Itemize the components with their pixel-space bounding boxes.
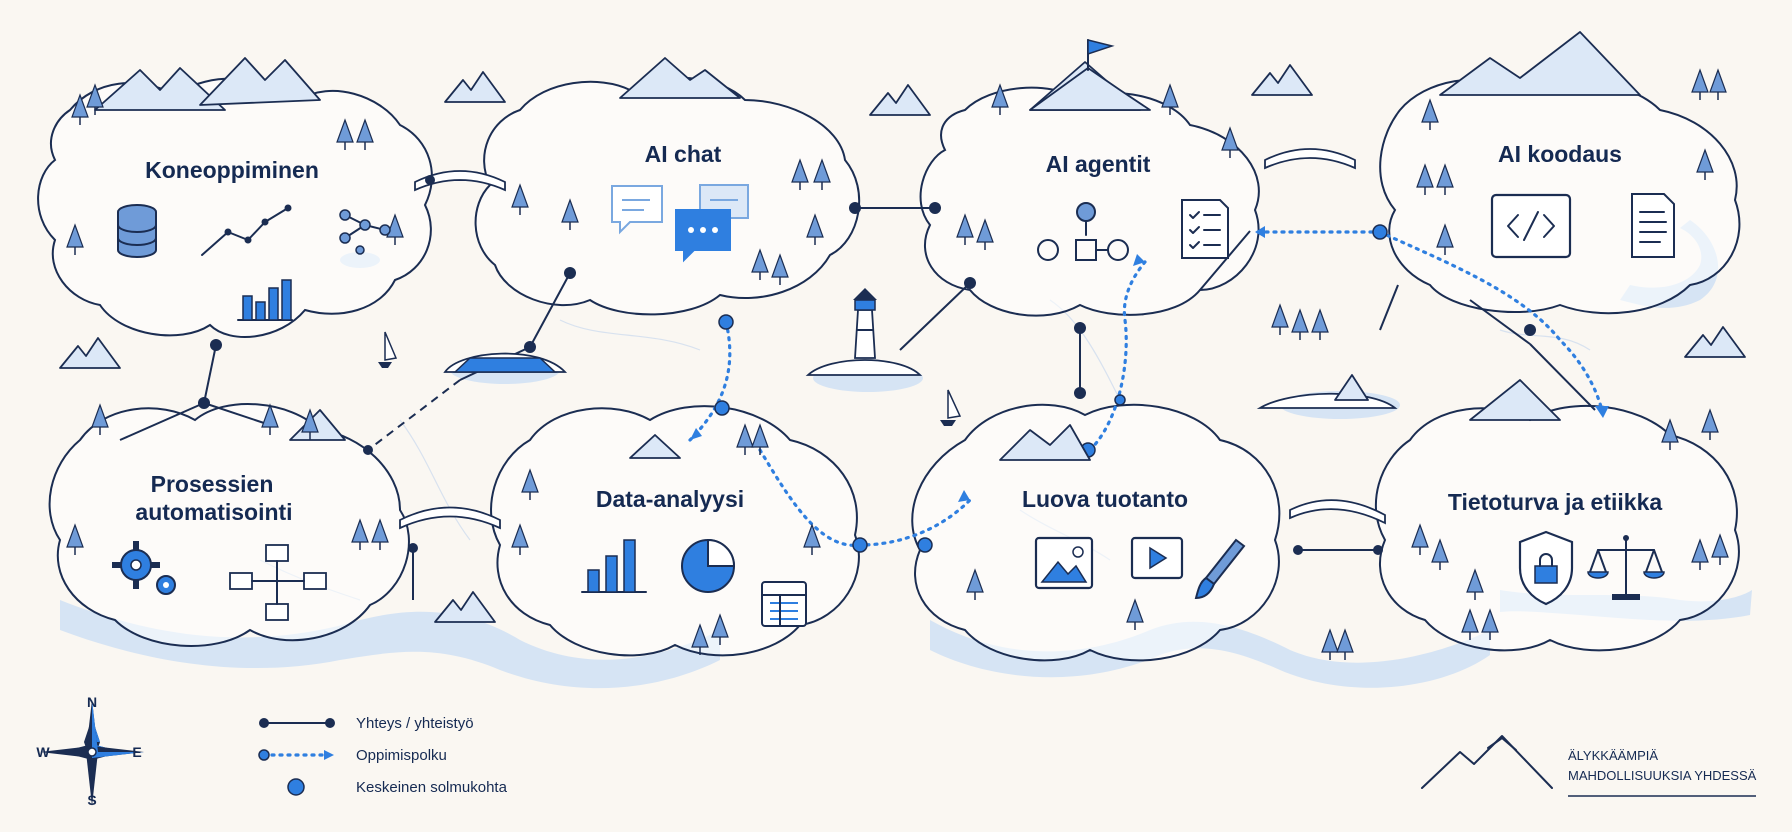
key-node[interactable]	[1524, 324, 1536, 336]
region-title-koneoppiminen: Koneoppiminen	[145, 157, 319, 183]
key-node[interactable]	[1293, 545, 1303, 555]
legend-connection-label: Yhteys / yhteistyö	[356, 715, 474, 732]
key-node[interactable]	[964, 277, 976, 289]
path-node[interactable]	[852, 537, 868, 553]
slogan-line-2: MAHDOLLISUUKSIA YHDESSÄ	[1568, 768, 1757, 783]
brush-icon	[1194, 538, 1246, 600]
neural-network-icon	[339, 209, 391, 255]
line-chart-icon	[201, 204, 292, 256]
compass-rose-icon	[40, 700, 144, 806]
key-node[interactable]	[929, 202, 941, 214]
island-blue	[443, 352, 568, 373]
region-title-ai-chat: AI chat	[645, 141, 722, 167]
agent-flow-icon	[1037, 202, 1129, 261]
path-node[interactable]	[718, 314, 734, 330]
chat-bubble-icon	[611, 184, 749, 263]
key-node[interactable]	[408, 543, 418, 553]
legend: Yhteys / yhteistyö Oppimispolku Keskeine…	[258, 715, 508, 796]
key-node[interactable]	[1373, 545, 1383, 555]
compass-east: E	[132, 744, 141, 760]
region-title-ai-agentit: AI agentit	[1046, 151, 1151, 177]
bar-chart-icon	[581, 539, 647, 593]
path-node[interactable]	[714, 400, 730, 416]
region-tietoturva[interactable]	[1374, 404, 1740, 652]
key-node[interactable]	[425, 175, 435, 185]
key-node[interactable]	[849, 202, 861, 214]
region-title-prosessien-2: automatisointi	[135, 499, 292, 525]
key-node[interactable]	[1074, 322, 1086, 334]
nodes	[198, 175, 1536, 555]
key-node[interactable]	[564, 267, 576, 279]
compass-west: W	[36, 744, 50, 760]
regions	[37, 76, 1741, 662]
region-koneoppiminen[interactable]	[37, 77, 433, 338]
key-node[interactable]	[198, 397, 210, 409]
sailboat-icon	[378, 331, 962, 426]
shield-lock-icon	[1518, 530, 1574, 606]
gear-icon	[112, 541, 176, 595]
code-icon	[1490, 193, 1572, 259]
key-node[interactable]	[210, 339, 222, 351]
key-node[interactable]	[363, 445, 373, 455]
pie-chart-icon	[681, 538, 736, 593]
checklist-icon	[1181, 199, 1229, 259]
island-trees	[1256, 374, 1398, 409]
path-node[interactable]	[1372, 224, 1388, 240]
lighthouse-icon	[805, 288, 923, 376]
region-luova-tuotanto[interactable]	[911, 403, 1281, 662]
region-title-prosessien-1: Prosessien	[151, 471, 274, 497]
connections	[119, 179, 1596, 600]
region-prosessien[interactable]	[48, 403, 410, 647]
compass-south: S	[87, 792, 96, 808]
slogan-line-1: ÄLYKKÄÄMPIÄ	[1568, 748, 1658, 763]
region-title-tietoturva: Tietoturva ja etiikka	[1448, 489, 1663, 515]
region-title-data-analyysi: Data-analyysi	[596, 486, 744, 512]
flowchart-icon	[229, 544, 327, 621]
flag-icon	[1029, 39, 1151, 111]
bridges	[399, 148, 1386, 530]
path-node[interactable]	[917, 537, 933, 553]
path-node[interactable]	[1114, 394, 1126, 406]
key-node[interactable]	[1074, 387, 1086, 399]
document-icon	[1631, 193, 1675, 258]
play-icon	[1130, 536, 1184, 580]
bar-chart-icon	[237, 279, 293, 321]
legend-learning-path-label: Oppimispolku	[356, 747, 447, 764]
region-ai-chat[interactable]	[474, 76, 861, 316]
legend-key-node-label: Keskeinen solmukohta	[356, 779, 508, 796]
scales-icon	[1587, 535, 1665, 600]
database-icon	[117, 204, 157, 258]
key-node[interactable]	[524, 341, 536, 353]
mountain-logo-icon	[1421, 735, 1553, 789]
image-icon	[1034, 536, 1094, 590]
compass-north: N	[87, 694, 97, 710]
table-icon	[761, 581, 807, 627]
region-title-luova-tuotanto: Luova tuotanto	[1022, 486, 1188, 512]
region-title-ai-koodaus: AI koodaus	[1498, 141, 1622, 167]
